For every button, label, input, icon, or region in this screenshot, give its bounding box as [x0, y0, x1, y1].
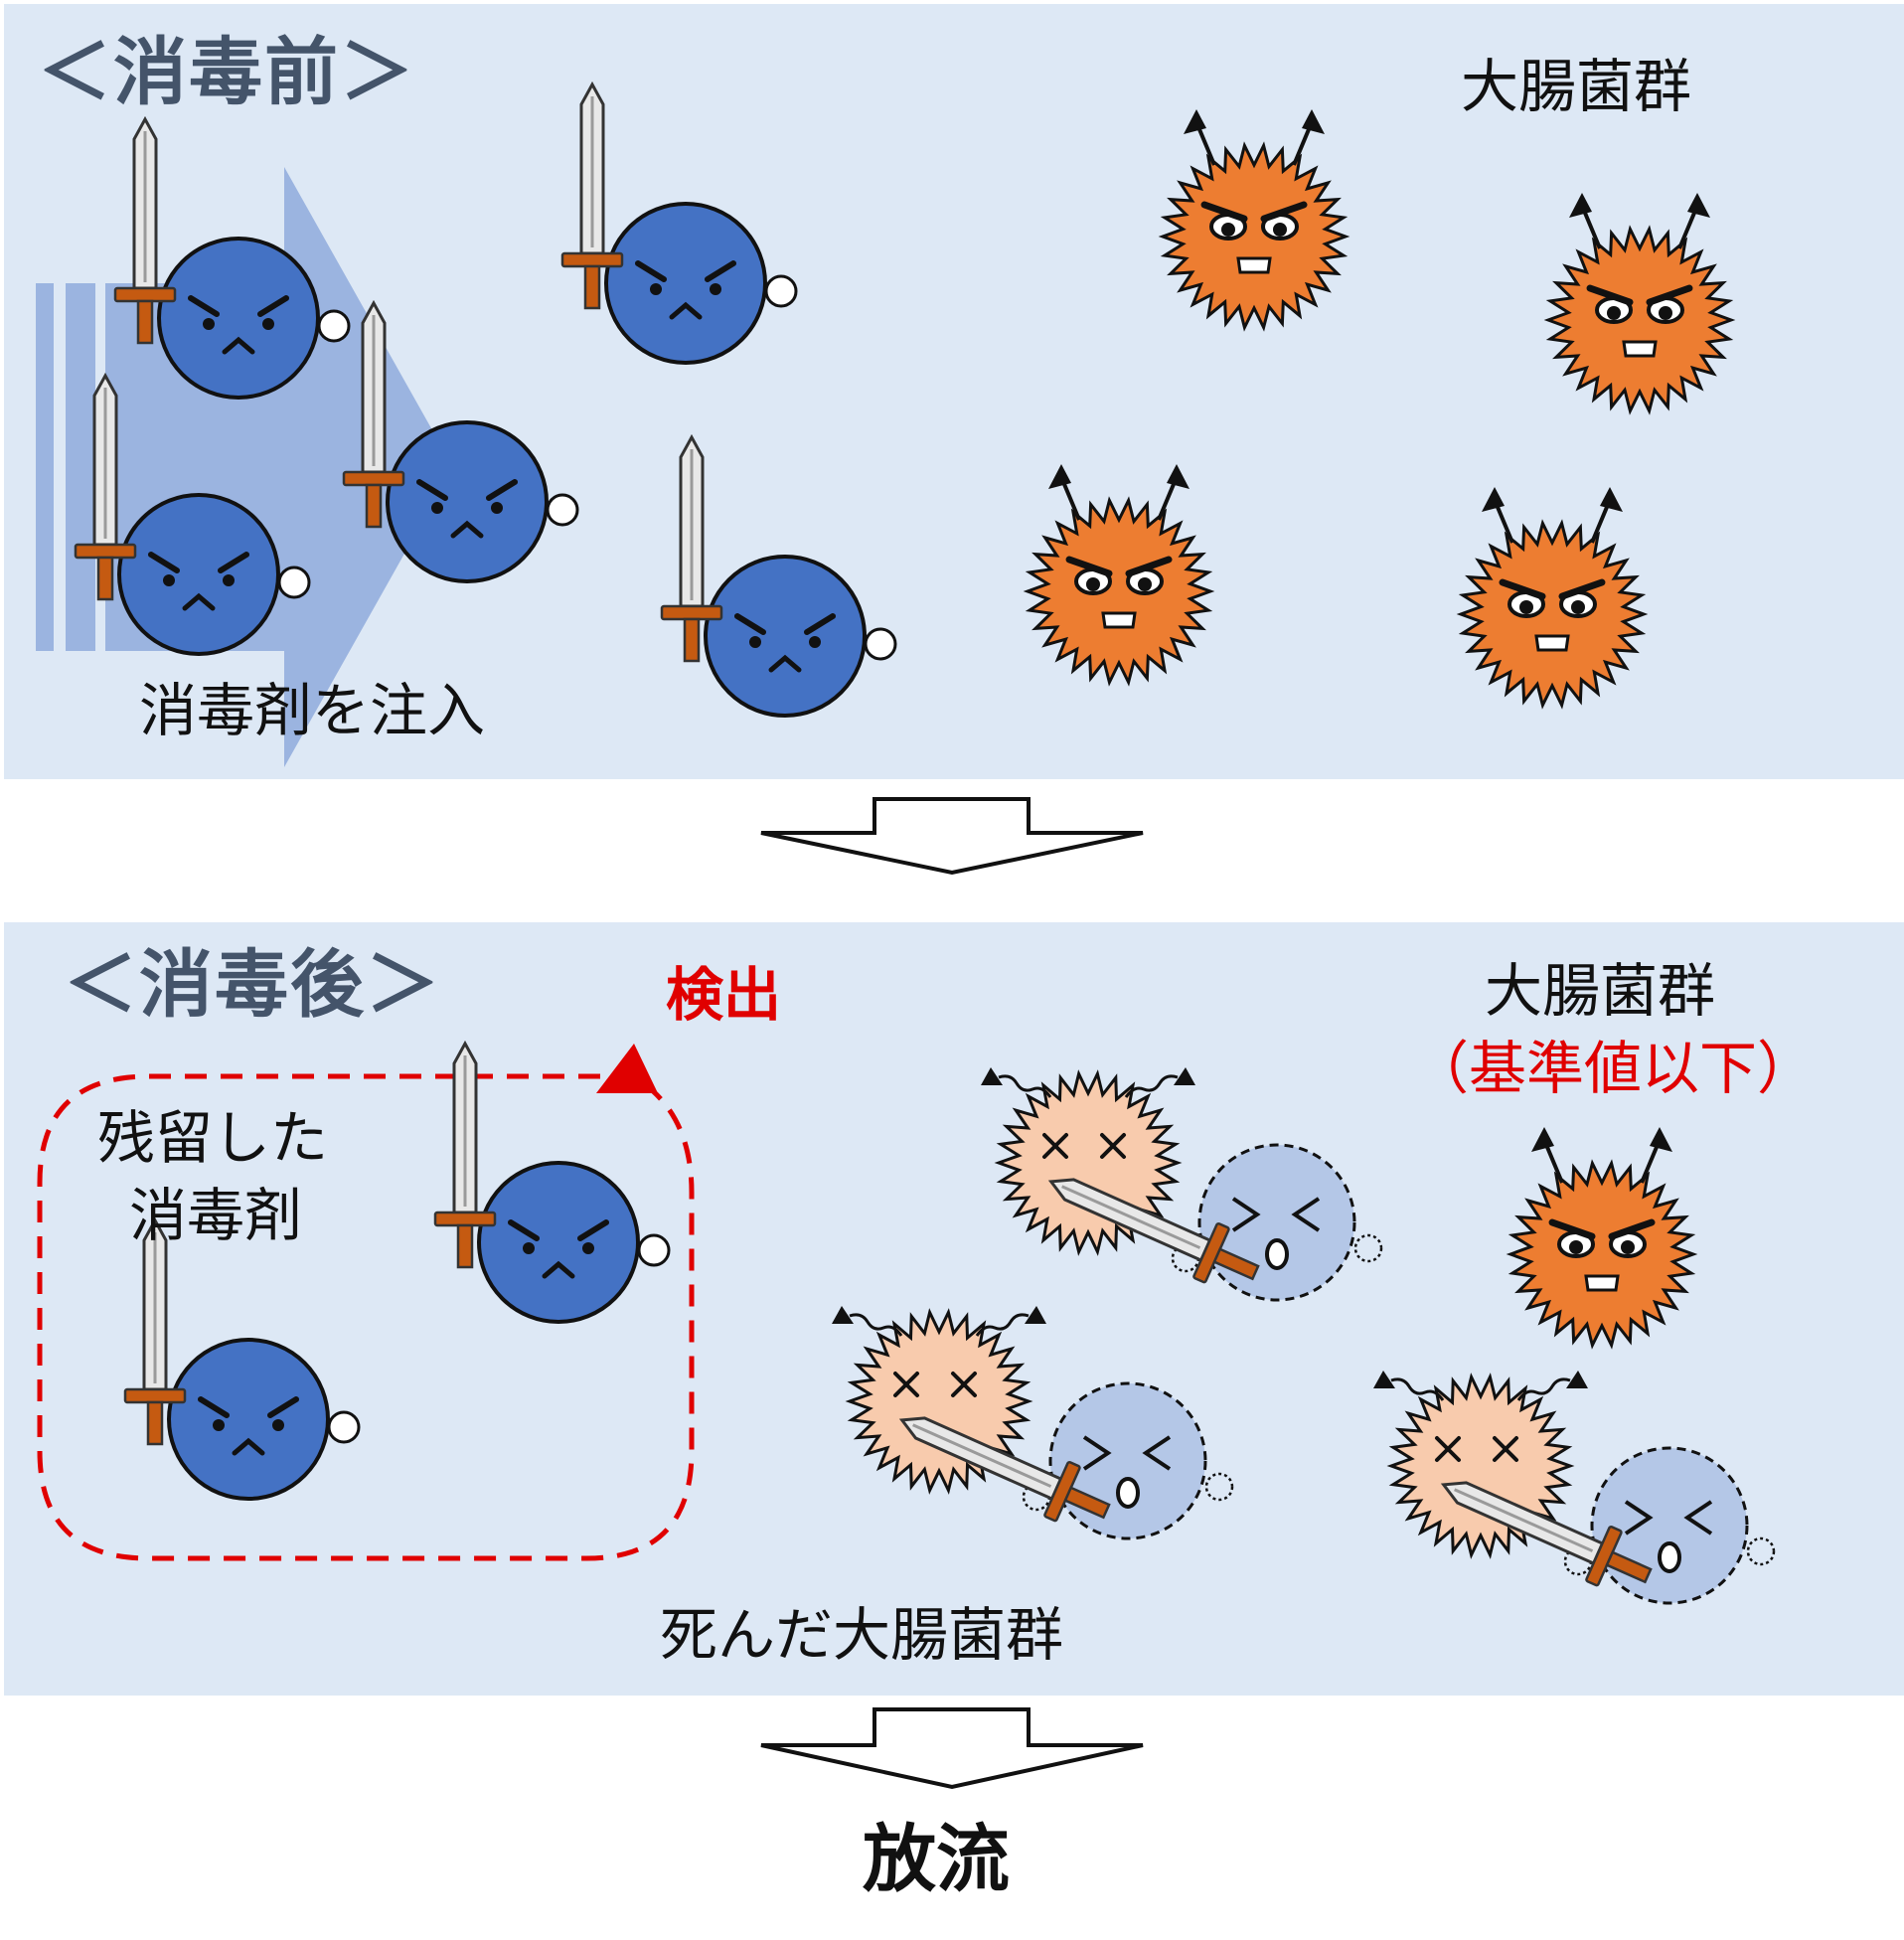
arrow-head-icon	[596, 1044, 658, 1093]
discharge-label: 放流	[863, 1817, 1010, 1902]
detect-label: 検出	[666, 961, 782, 1029]
flow-down-arrow-icon	[760, 1707, 1144, 1790]
residual-label-line2: 消毒剤	[129, 1182, 303, 1249]
inject-label: 消毒剤を注入	[139, 677, 486, 744]
after-heading: ＜消毒後＞	[64, 942, 441, 1028]
after-bacteria-note: （基準値以下）	[1411, 1035, 1816, 1102]
residual-highlight-box	[37, 1044, 695, 1561]
before-panel	[4, 4, 1904, 779]
residual-label-line1: 残留した	[97, 1104, 329, 1172]
before-heading: ＜消毒前＞	[38, 30, 415, 115]
flow-down-arrow-icon	[760, 797, 1144, 876]
before-bacteria-label: 大腸菌群	[1461, 53, 1692, 120]
after-panel	[4, 922, 1904, 1696]
after-bacteria-label: 大腸菌群	[1485, 957, 1716, 1025]
dead-bacteria-label: 死んだ大腸菌群	[660, 1601, 1064, 1669]
